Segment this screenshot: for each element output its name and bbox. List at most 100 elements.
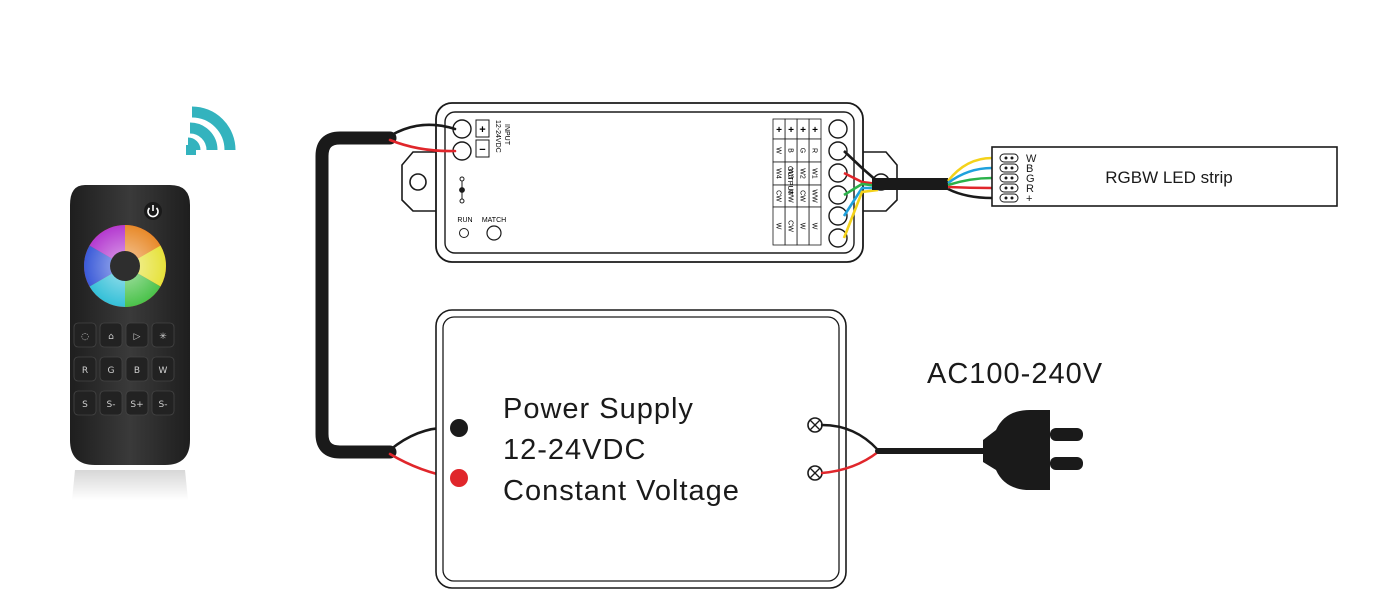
strip-wires	[946, 156, 993, 200]
strip-pad-dot	[1010, 196, 1014, 200]
remote-key[interactable]	[125, 322, 149, 348]
remote-key[interactable]	[73, 322, 97, 348]
strip-pad-dot	[1010, 186, 1014, 190]
output-terminal-plus	[828, 119, 848, 139]
output-channel-label: W	[775, 223, 782, 230]
psu-mode: Constant Voltage	[503, 475, 740, 507]
remote-key[interactable]	[73, 390, 97, 416]
output-channel-label: W3	[787, 168, 794, 179]
remote-key[interactable]	[73, 356, 97, 382]
strip-pad	[999, 153, 1019, 163]
power-icon	[147, 205, 159, 218]
controller-left-mount-hole	[409, 173, 427, 191]
remote-key[interactable]	[151, 356, 175, 382]
output-plus-symbol: +	[788, 125, 794, 136]
wireless-signal-icon	[187, 106, 236, 151]
remote-key[interactable]	[99, 390, 123, 416]
strip-pad-dot	[1004, 166, 1008, 170]
color-wheel[interactable]	[84, 225, 166, 307]
strip-pad-dot	[1004, 186, 1008, 190]
strip-pad	[999, 193, 1019, 203]
psu-ac-terminal-top	[807, 417, 823, 433]
output-channel-label: B	[787, 148, 794, 153]
color-wheel-center	[110, 251, 140, 281]
output-channel-label: CW	[775, 190, 782, 202]
remote-key[interactable]	[151, 322, 175, 348]
remote-key-label: ✳	[159, 332, 167, 342]
strip-pad-dot	[1010, 176, 1014, 180]
output-channel-label: CW	[787, 220, 794, 232]
psu-ac-terminal-bottom	[807, 465, 823, 481]
remote-key[interactable]	[151, 390, 175, 416]
strip-pad	[999, 173, 1019, 183]
psu-dc-positive-terminal	[450, 469, 468, 487]
remote-key[interactable]	[99, 356, 123, 382]
led-strip-body	[991, 146, 1338, 207]
output-channel-label: W	[799, 223, 806, 230]
output-channel-label: CW	[799, 190, 806, 202]
match-label: MATCH	[482, 217, 506, 224]
output-terminal-2	[828, 163, 848, 183]
strip-channel-label: R	[1026, 183, 1034, 195]
run-label: RUN	[457, 217, 472, 224]
psu-dc-negative-terminal	[450, 419, 468, 437]
remote-key-label: B	[134, 366, 140, 376]
match-button[interactable]	[486, 225, 502, 241]
output-channel-label: W	[775, 147, 782, 154]
output-terminal-4	[828, 206, 848, 226]
strip-channel-label: G	[1026, 173, 1035, 185]
output-channel-label: W2	[799, 168, 806, 179]
strip-pad-dot	[1010, 156, 1014, 160]
remote-key[interactable]	[99, 322, 123, 348]
output-channel-label: WW	[787, 189, 794, 203]
strip-channel-label: W	[1026, 153, 1037, 165]
input-minus-box	[475, 139, 490, 158]
input-plus-symbol: +	[479, 124, 485, 136]
psu-inner-case	[442, 316, 840, 582]
remote-key[interactable]	[125, 390, 149, 416]
output-terminal-3	[828, 185, 848, 205]
strip-channel-label: B	[1026, 163, 1033, 175]
input-minus-symbol: −	[479, 144, 485, 156]
strip-pad	[999, 163, 1019, 173]
output-terminals	[828, 119, 848, 248]
output-channel-label: W	[811, 223, 818, 230]
output-cable-sleeve	[872, 178, 948, 190]
remote-key-label: S	[82, 400, 88, 410]
remote-key-label: G	[108, 366, 115, 376]
ac-plug-icon	[983, 410, 1083, 490]
wireless-signal-dot	[186, 145, 196, 155]
strip-channel-label: +	[1026, 193, 1032, 205]
output-terminal-5	[828, 228, 848, 248]
output-plus-symbol: +	[800, 125, 806, 136]
ac-voltage-label: AC100-240V	[927, 358, 1103, 390]
output-channel-label: WW	[811, 189, 818, 203]
remote-key-label: ▷	[134, 332, 141, 342]
output-terminal-1	[828, 141, 848, 161]
output-cell	[772, 206, 786, 246]
remote-key-label: ◌	[81, 332, 89, 342]
input-label: INPUT	[503, 124, 510, 146]
remote-key-label: W	[159, 366, 168, 376]
input-plus-box	[475, 119, 490, 138]
strip-pad-dot	[1004, 176, 1008, 180]
run-indicator-led	[459, 228, 469, 238]
power-supply: Power Supply 12-24VDC Constant Voltage	[435, 309, 847, 589]
psu-outer-case	[435, 309, 847, 589]
rgbw-controller: + − INPUT 12-24VDC RUN MATCH +RW1WWW+GW2…	[401, 102, 898, 263]
remote-key-label: ⌂	[108, 332, 114, 342]
remote-key[interactable]	[125, 356, 149, 382]
remote-reflection	[72, 470, 188, 500]
led-strip-label: RGBW LED strip	[1105, 168, 1233, 187]
remote-key-label: S-	[107, 400, 116, 410]
output-label: OUTPUT	[786, 166, 793, 196]
strip-pad	[999, 183, 1019, 193]
remote-key-label: S+	[130, 400, 143, 410]
controller-inner-case	[444, 111, 855, 254]
